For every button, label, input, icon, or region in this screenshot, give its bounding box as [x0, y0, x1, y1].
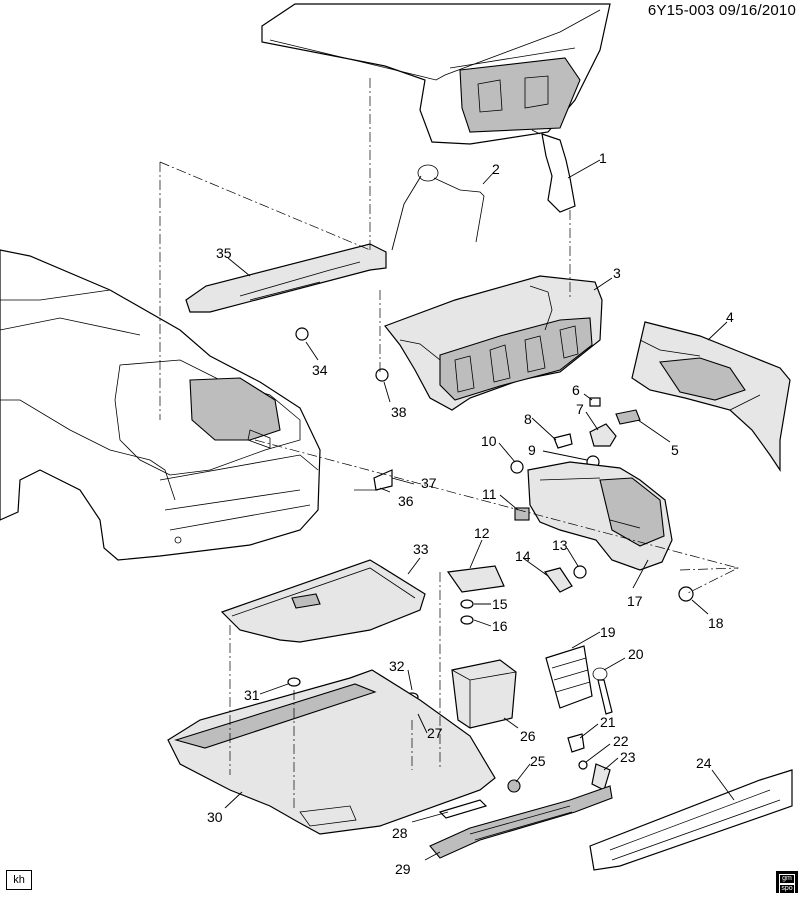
callout-5: 5 [671, 442, 679, 458]
callout-3: 3 [613, 265, 621, 281]
quarter-trim-part-4 [631, 321, 791, 472]
author-initials-badge: kh [6, 870, 32, 890]
storage-bin-part-26 [451, 659, 517, 729]
callout-20: 20 [628, 646, 644, 662]
callout-25: 25 [530, 753, 546, 769]
callout-11: 11 [482, 486, 497, 502]
pad-part-12 [446, 565, 505, 593]
callout-28: 28 [392, 825, 408, 841]
trunk-lid-liner-part-3 [384, 275, 603, 411]
tow-eye-part-20 [592, 667, 613, 715]
gm-spo-logo: gm spo [776, 871, 798, 894]
callout-labels: 1 2 3 4 5 6 7 8 9 10 11 12 13 14 15 16 1… [207, 150, 734, 877]
callout-16: 16 [492, 618, 508, 634]
small-fasteners [295, 327, 694, 602]
callout-17: 17 [627, 593, 643, 609]
callout-2: 2 [492, 161, 500, 177]
callout-29: 29 [395, 861, 411, 877]
wiring-harness-part-2 [391, 164, 485, 251]
fastener-part-36-37 [354, 469, 393, 491]
alignment-lines [159, 78, 739, 808]
load-floor-cover-part-33 [220, 559, 426, 643]
callout-9: 9 [528, 442, 536, 458]
callout-36: 36 [398, 493, 414, 509]
trunk-floor-mat-part-30 [167, 669, 496, 835]
side-trim-part-17 [527, 461, 673, 571]
callout-37: 37 [421, 475, 437, 491]
trim-panel-part-35 [185, 243, 387, 313]
callout-32: 32 [389, 658, 405, 674]
callout-13: 13 [552, 537, 568, 553]
callout-38: 38 [391, 404, 407, 420]
callout-30: 30 [207, 809, 223, 825]
callout-leaders [224, 159, 735, 861]
callout-35: 35 [216, 245, 232, 261]
callout-22: 22 [613, 733, 629, 749]
sill-plate-assembly [429, 733, 613, 859]
callout-34: 34 [312, 362, 328, 378]
cable-assembly-part-1 [531, 129, 576, 213]
callout-10: 10 [481, 433, 497, 449]
callout-24: 24 [696, 755, 712, 771]
callout-1: 1 [599, 150, 607, 166]
diagram-reference-number: 6Y15-003 09/16/2010 [647, 2, 796, 19]
callout-7: 7 [576, 401, 584, 417]
label-part-19 [545, 645, 593, 709]
callout-23: 23 [620, 749, 636, 765]
cargo-net-part-24 [589, 769, 793, 871]
callout-31: 31 [244, 687, 260, 703]
callout-8: 8 [524, 411, 532, 427]
callout-4: 4 [726, 309, 734, 325]
callout-21: 21 [600, 714, 616, 730]
callout-15: 15 [492, 596, 508, 612]
callout-6: 6 [572, 382, 580, 398]
callout-19: 19 [600, 624, 616, 640]
callout-26: 26 [520, 728, 536, 744]
callout-27: 27 [427, 725, 443, 741]
spo-logo-text: spo [779, 884, 795, 894]
callout-33: 33 [413, 541, 429, 557]
trunk-lid [261, 3, 611, 145]
gm-logo-text: gm [779, 874, 795, 884]
callout-18: 18 [708, 615, 724, 631]
callout-12: 12 [474, 525, 490, 541]
callout-14: 14 [515, 548, 531, 564]
